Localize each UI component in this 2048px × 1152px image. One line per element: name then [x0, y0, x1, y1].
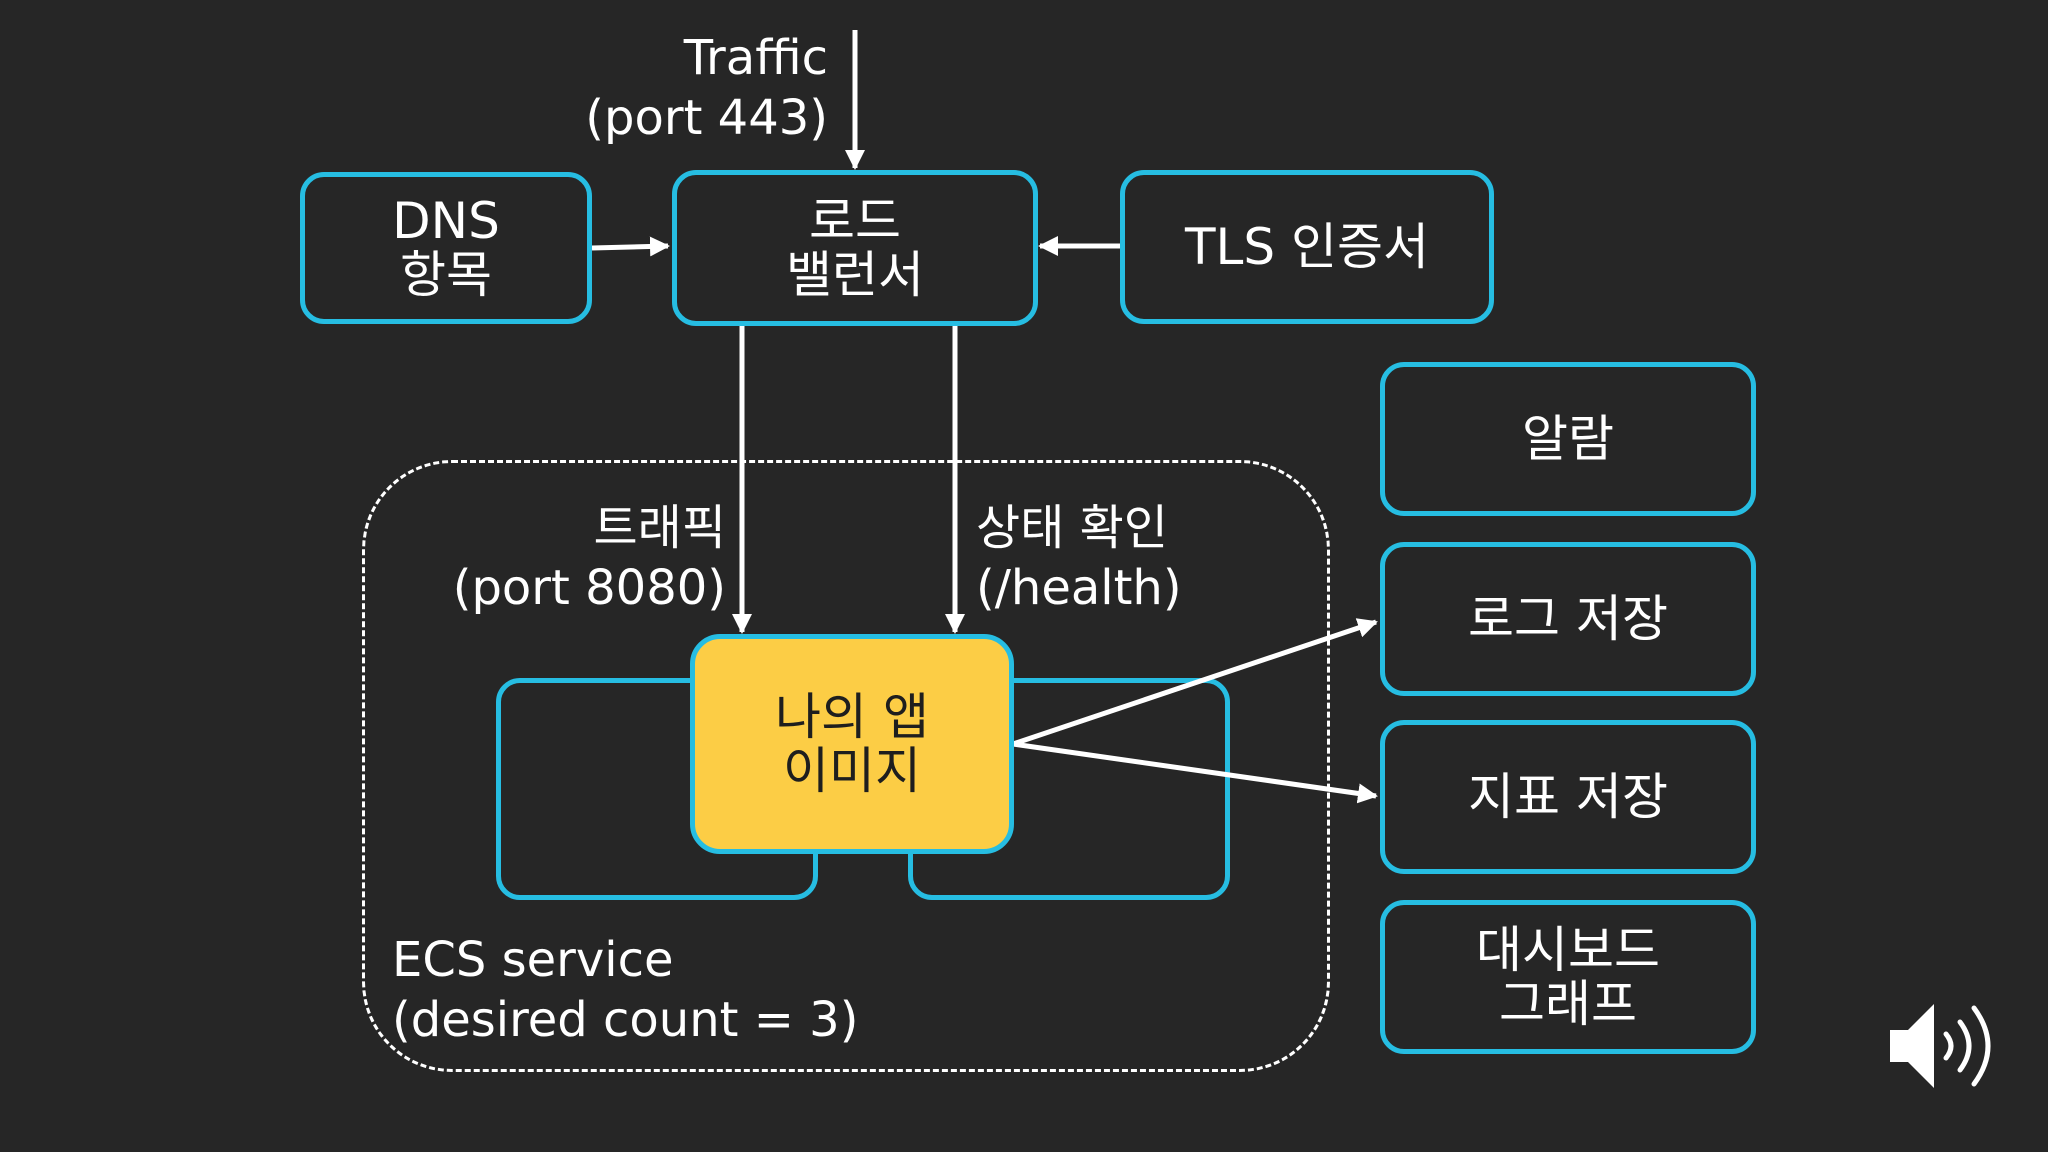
app-line1: 나의 앱: [775, 688, 929, 746]
ecs-service-line2: (desired count = 3): [392, 992, 859, 1048]
app-traffic-label: 트래픽 (port 8080): [430, 498, 726, 618]
health-check-line2: (/health): [976, 560, 1182, 616]
dashboard-graph-box: 대시보드 그래프: [1380, 900, 1756, 1054]
ecs-service-label: ECS service (desired count = 3): [392, 930, 912, 1050]
traffic-label-line1: Traffic: [683, 30, 828, 86]
app-traffic-line1: 트래픽: [593, 500, 726, 556]
log-storage-box: 로그 저장: [1380, 542, 1756, 696]
arrow-dns-to-lb: [591, 236, 670, 257]
metric-storage-box: 지표 저장: [1380, 720, 1756, 874]
load-balancer-line1: 로드: [809, 192, 901, 250]
ecs-service-boundary: [362, 460, 1330, 1072]
dashboard-line2: 그래프: [1499, 975, 1637, 1033]
alarm-label: 알람: [1522, 410, 1614, 468]
dns-line1: DNS: [392, 192, 500, 250]
app-line2: 이미지: [783, 742, 921, 800]
dns-entry-box: DNS 항목: [300, 172, 592, 324]
tls-label: TLS 인증서: [1184, 218, 1430, 276]
tls-certificate-box: TLS 인증서: [1120, 170, 1494, 324]
app-image-box: 나의 앱 이미지: [690, 634, 1014, 854]
metric-storage-label: 지표 저장: [1468, 768, 1668, 826]
health-check-line1: 상태 확인: [976, 500, 1168, 556]
dns-line2: 항목: [400, 246, 492, 304]
health-check-label: 상태 확인 (/health): [976, 498, 1276, 618]
arrow-app-to-logs: [1012, 618, 1378, 747]
load-balancer-line2: 밸런서: [786, 246, 924, 304]
dashboard-line1: 대시보드: [1476, 921, 1660, 979]
ecs-service-line1: ECS service: [392, 932, 674, 988]
traffic-label: Traffic (port 443): [560, 28, 828, 148]
app-traffic-line2: (port 8080): [452, 560, 726, 616]
traffic-label-line2: (port 443): [585, 90, 828, 146]
speaker-volume-icon[interactable]: [1886, 998, 2006, 1094]
log-storage-label: 로그 저장: [1468, 590, 1668, 648]
load-balancer-box: 로드 밸런서: [672, 170, 1038, 326]
alarm-box: 알람: [1380, 362, 1756, 516]
arrow-app-to-metrics: [1012, 741, 1378, 804]
